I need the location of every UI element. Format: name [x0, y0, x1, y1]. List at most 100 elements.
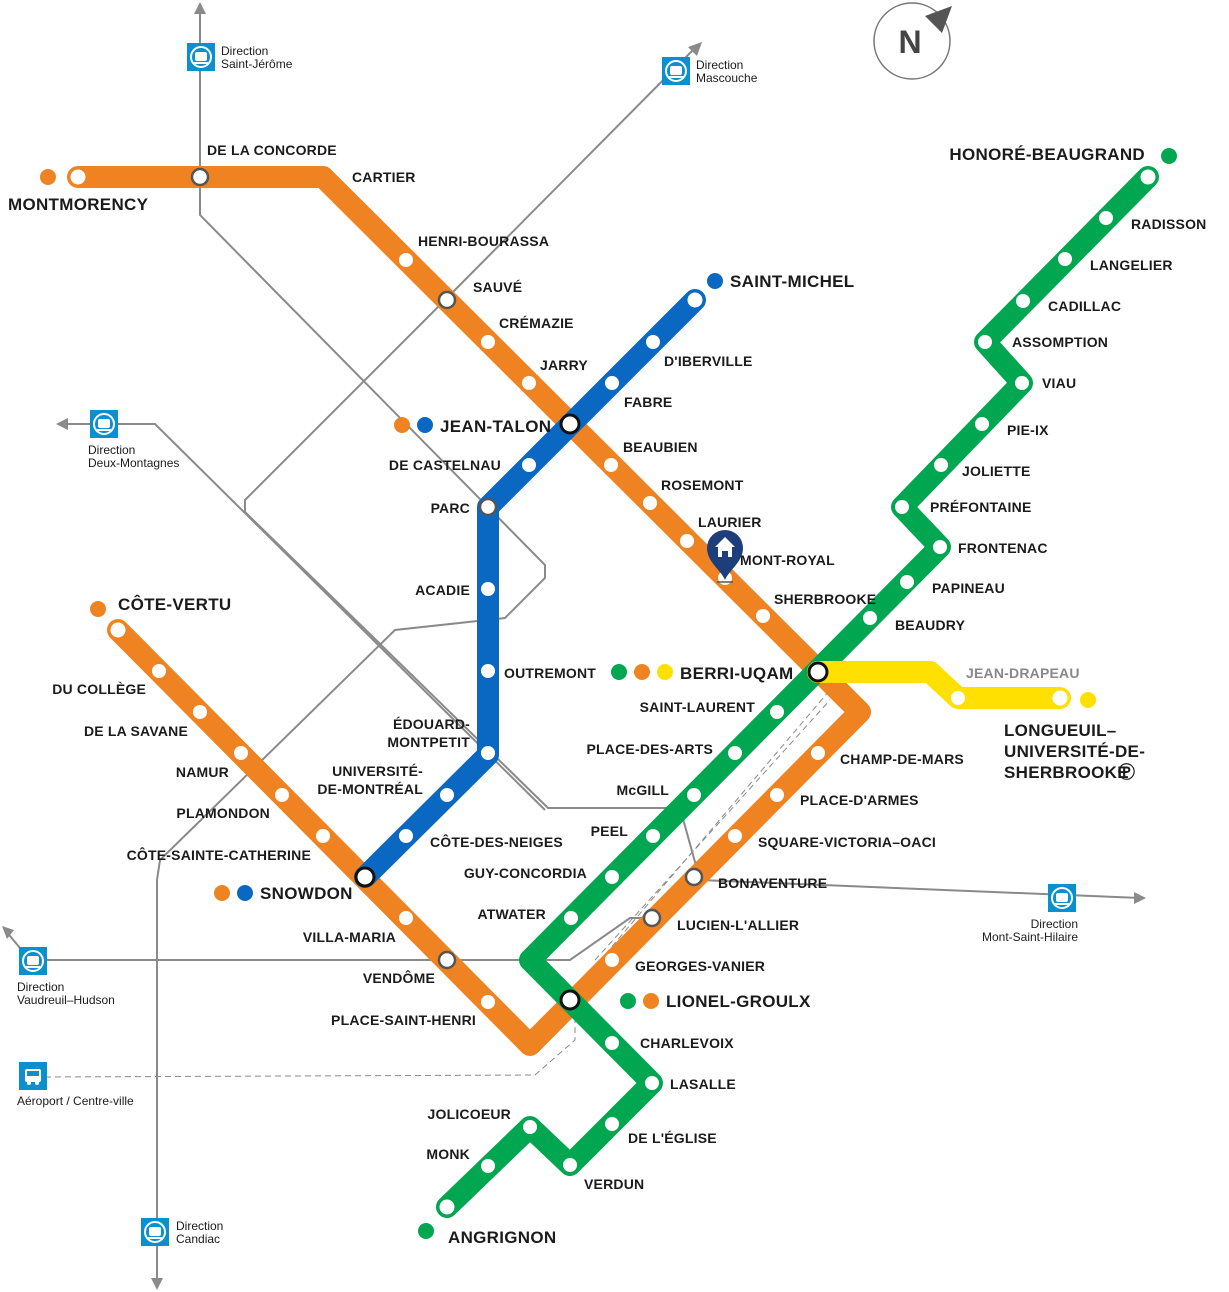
station-dot[interactable]: [605, 953, 619, 967]
interchange-dot[interactable]: [807, 661, 829, 683]
station-dot[interactable]: [770, 788, 784, 802]
station-label[interactable]: MONK: [426, 1146, 470, 1162]
station-label[interactable]: JEAN-DRAPEAU: [966, 665, 1080, 681]
interchange-dot[interactable]: [437, 950, 457, 970]
station-label[interactable]: D'IBERVILLE: [664, 353, 753, 369]
station-label[interactable]: CADILLAC: [1048, 298, 1121, 314]
station-dot[interactable]: [975, 417, 989, 431]
station-label[interactable]: BONAVENTURE: [718, 875, 827, 891]
station-dot[interactable]: [900, 575, 914, 589]
station-dot[interactable]: [646, 829, 660, 843]
station-dot[interactable]: [895, 500, 909, 514]
station-label[interactable]: LUCIEN-L'ALLIER: [677, 917, 799, 933]
station-label[interactable]: HENRI-BOURASSA: [418, 233, 549, 249]
interchange-dot[interactable]: [559, 413, 581, 435]
station-label[interactable]: FABRE: [624, 394, 672, 410]
station-dot[interactable]: [605, 870, 619, 884]
station-dot[interactable]: [234, 746, 248, 760]
station-dot[interactable]: [770, 705, 784, 719]
station-dot[interactable]: [643, 496, 657, 510]
station-dot[interactable]: [399, 829, 413, 843]
station-dot[interactable]: [152, 664, 166, 678]
station-label[interactable]: JARRY: [540, 357, 588, 373]
bus-icon[interactable]: [19, 1062, 47, 1090]
station-label[interactable]: PLACE-D'ARMES: [800, 792, 919, 808]
station-label-snowdon[interactable]: SNOWDON: [260, 884, 353, 903]
station-dot[interactable]: [67, 166, 89, 188]
station-dot[interactable]: [1015, 376, 1029, 390]
station-dot[interactable]: [481, 664, 495, 678]
station-label[interactable]: PLACE-SAINT-HENRI: [331, 1012, 476, 1028]
station-dot[interactable]: [275, 788, 289, 802]
station-dot[interactable]: [605, 376, 619, 390]
station-dot[interactable]: [1137, 166, 1159, 188]
station-dot[interactable]: [978, 335, 992, 349]
station-dot[interactable]: [436, 1196, 458, 1218]
station-label[interactable]: PAPINEAU: [932, 580, 1005, 596]
station-label[interactable]: BEAUBIEN: [623, 439, 698, 455]
station-label[interactable]: PIE-IX: [1007, 422, 1049, 438]
station-label[interactable]: FRONTENAC: [958, 540, 1048, 556]
station-label[interactable]: ATWATER: [477, 906, 546, 922]
station-dot[interactable]: [481, 582, 495, 596]
interchange-dot[interactable]: [437, 290, 457, 310]
train-icon[interactable]: [141, 1218, 169, 1246]
station-label[interactable]: McGILL: [616, 782, 669, 798]
station-label[interactable]: VIAU: [1042, 375, 1076, 391]
station-dot[interactable]: [481, 335, 495, 349]
station-label[interactable]: ROSEMONT: [661, 477, 744, 493]
station-label[interactable]: LAURIER: [698, 514, 762, 530]
station-label[interactable]: CHARLEVOIX: [640, 1035, 734, 1051]
station-label[interactable]: ACADIE: [415, 582, 470, 598]
station-label[interactable]: RADISSON: [1131, 216, 1207, 232]
station-dot[interactable]: [934, 458, 948, 472]
station-label[interactable]: DE L'ÉGLISE: [628, 1130, 717, 1146]
interchange-dot[interactable]: [559, 989, 581, 1011]
station-dot[interactable]: [399, 253, 413, 267]
station-dot[interactable]: [564, 911, 578, 925]
station-label[interactable]: PLACE-DES-ARTS: [587, 741, 713, 757]
station-label-angrignon[interactable]: ANGRIGNON: [448, 1228, 556, 1247]
station-dot[interactable]: [951, 691, 965, 705]
station-dot[interactable]: [522, 458, 536, 472]
station-dot[interactable]: [728, 829, 742, 843]
train-icon[interactable]: [90, 410, 118, 438]
station-dot[interactable]: [107, 619, 129, 641]
station-label[interactable]: VILLA-MARIA: [303, 929, 396, 945]
station-label[interactable]: GEORGES-VANIER: [635, 958, 765, 974]
station-label[interactable]: UNIVERSITÉ-: [332, 763, 423, 779]
station-dot[interactable]: [399, 911, 413, 925]
station-dot[interactable]: [563, 1158, 577, 1172]
station-dot[interactable]: [1058, 252, 1072, 266]
station-label[interactable]: LASALLE: [670, 1076, 736, 1092]
station-label[interactable]: CARTIER: [352, 169, 416, 185]
station-dot[interactable]: [680, 534, 694, 548]
station-label-cote-vertu[interactable]: CÔTE-VERTU: [118, 595, 232, 614]
station-label[interactable]: PARC: [431, 500, 470, 516]
station-label[interactable]: VERDUN: [584, 1176, 644, 1192]
station-dot[interactable]: [1016, 294, 1030, 308]
station-dot[interactable]: [645, 1076, 659, 1090]
station-label[interactable]: PRÉFONTAINE: [930, 499, 1032, 515]
station-dot[interactable]: [481, 995, 495, 1009]
interchange-dot[interactable]: [642, 908, 662, 928]
interchange-dot[interactable]: [190, 167, 210, 187]
station-label[interactable]: CHAMP-DE-MARS: [840, 751, 964, 767]
interchange-dot[interactable]: [478, 497, 498, 517]
station-label[interactable]: CÔTE-SAINTE-CATHERINE: [127, 846, 311, 863]
station-dot[interactable]: [605, 1036, 619, 1050]
station-dot[interactable]: [193, 705, 207, 719]
interchange-dot[interactable]: [684, 867, 704, 887]
station-label[interactable]: JOLIETTE: [962, 463, 1031, 479]
station-dot[interactable]: [523, 1120, 537, 1134]
station-dot[interactable]: [646, 335, 660, 349]
station-dot[interactable]: [687, 788, 701, 802]
interchange-dot[interactable]: [354, 866, 376, 888]
station-label[interactable]: SAUVÉ: [473, 279, 522, 295]
station-label[interactable]: SQUARE-VICTORIA–OACI: [758, 834, 936, 850]
train-icon[interactable]: [187, 43, 215, 71]
train-icon[interactable]: [1048, 884, 1076, 912]
station-label[interactable]: PLAMONDON: [176, 805, 270, 821]
station-label-longueuil[interactable]: UNIVERSITÉ-DE-: [1004, 742, 1145, 761]
station-label[interactable]: MONT-ROYAL: [740, 552, 835, 568]
